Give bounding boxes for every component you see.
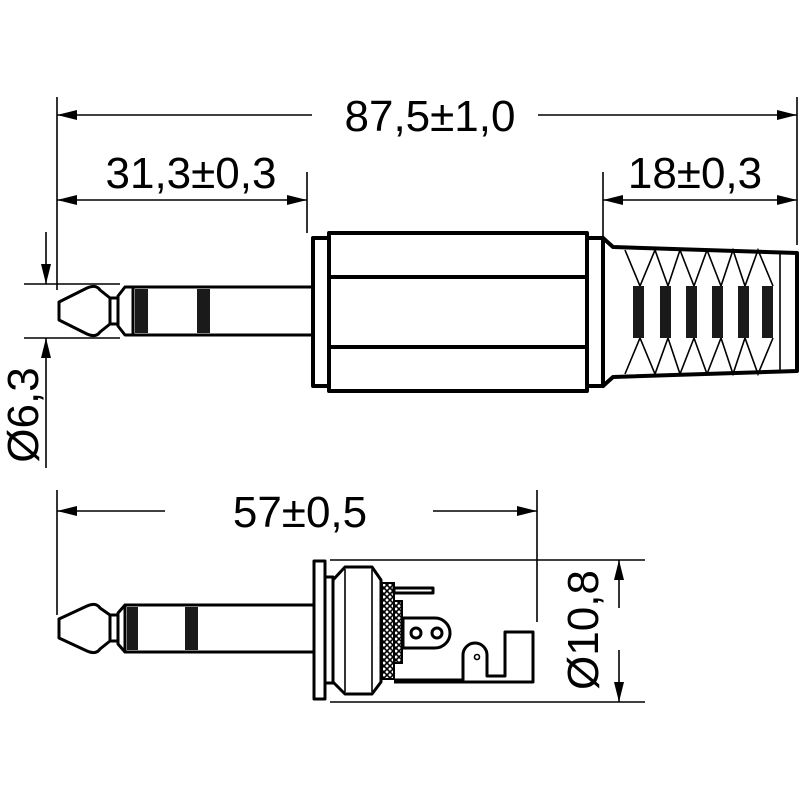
length-label: 57±0,5 bbox=[233, 488, 367, 537]
length-dimension: 57±0,5 bbox=[57, 488, 537, 537]
plug-tip-bottom bbox=[57, 602, 135, 655]
plug-body bbox=[311, 231, 605, 393]
strain-relief-dimension: 18±0,3 bbox=[603, 149, 797, 205]
tip-to-body-label: 31,3±0,3 bbox=[106, 149, 277, 198]
overall-length-label: 87,5±1,0 bbox=[345, 92, 516, 141]
top-view: 87,5±1,0 31,3±0,3 18±0,3 Ø6,3 bbox=[0, 92, 799, 468]
plug-diameter-label: Ø6,3 bbox=[0, 367, 48, 462]
tip-to-body-dimension: 31,3±0,3 bbox=[57, 149, 307, 205]
strain-relief-label: 18±0,3 bbox=[628, 149, 762, 198]
body-diameter-label: Ø10,8 bbox=[559, 570, 608, 690]
insulator-ring-2 bbox=[197, 289, 210, 333]
jack-body bbox=[312, 559, 535, 701]
overall-length-dimension: 87,5±1,0 bbox=[57, 92, 797, 141]
plug-shaft bbox=[131, 285, 315, 337]
plug-shaft-bottom bbox=[123, 603, 317, 654]
bottom-view: 57±0,5 Ø10,8 bbox=[56, 488, 645, 703]
plug-diameter-dimension: Ø6,3 bbox=[0, 232, 120, 468]
plug-tip bbox=[57, 284, 135, 338]
insulator-ring-1 bbox=[135, 289, 148, 333]
body-diameter-dimension: Ø10,8 bbox=[330, 559, 645, 703]
strain-relief-boot bbox=[601, 236, 799, 388]
